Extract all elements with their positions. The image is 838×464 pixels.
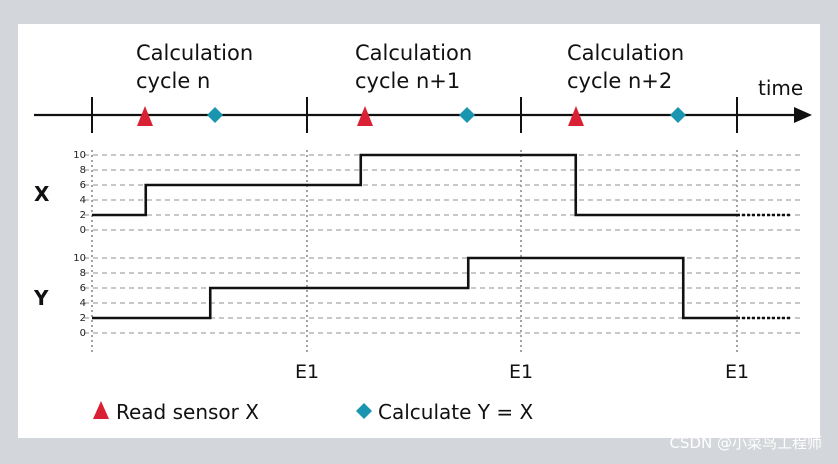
event-e1-label: E1 <box>725 361 749 383</box>
y-signal-trace <box>92 256 737 320</box>
legend-calculate-label: Calculate Y = X <box>378 400 533 424</box>
x-tick-label: 0 <box>80 225 86 236</box>
time-axis-arrowhead <box>794 107 812 123</box>
y-tick-label: 4 <box>80 298 86 309</box>
x-tick-label: 8 <box>80 165 86 176</box>
cycle-n1-heading-line2: cycle n+1 <box>355 69 460 93</box>
cycle-dotted-guides <box>91 150 738 354</box>
y-tick-label: 8 <box>80 268 86 279</box>
x-tick-label: 2 <box>80 210 86 221</box>
x-tick-label: 6 <box>80 180 86 191</box>
read-sensor-triangle-icon <box>137 106 153 126</box>
x-signal-label: X <box>34 182 50 206</box>
cycle-n-heading-line1: Calculation <box>136 41 253 65</box>
y-tick-label: 6 <box>80 283 86 294</box>
y-tick-label: 0 <box>80 328 86 339</box>
csdn-watermark: CSDN @小菜鸟工程师 <box>669 434 822 452</box>
x-tick-label: 10 <box>73 150 86 161</box>
x-tick-label: 4 <box>80 195 86 206</box>
event-e1-label: E1 <box>295 361 319 383</box>
legend-read-sensor-label: Read sensor X <box>116 400 259 424</box>
calculate-diamond-icon <box>459 107 475 123</box>
legend-triangle-icon <box>93 401 109 419</box>
cycle-n2-heading-line2: cycle n+2 <box>567 69 672 93</box>
x-signal-trace <box>92 153 737 217</box>
y-signal-label: Y <box>33 286 49 310</box>
y-tick-label: 10 <box>73 253 86 264</box>
event-e1-label: E1 <box>509 361 533 383</box>
read-sensor-triangle-icon <box>568 106 584 126</box>
y-tick-label: 2 <box>80 313 86 324</box>
cycle-n2-heading-line1: Calculation <box>567 41 684 65</box>
calculate-diamond-icon <box>670 107 686 123</box>
diagram-panel <box>18 24 820 438</box>
calculate-diamond-icon <box>207 107 223 123</box>
legend-diamond-icon <box>356 403 372 419</box>
read-sensor-triangle-icon <box>357 106 373 126</box>
time-axis-label: time <box>758 76 803 100</box>
cycle-n-heading-line2: cycle n <box>136 69 210 93</box>
cycle-n1-heading-line1: Calculation <box>355 41 472 65</box>
